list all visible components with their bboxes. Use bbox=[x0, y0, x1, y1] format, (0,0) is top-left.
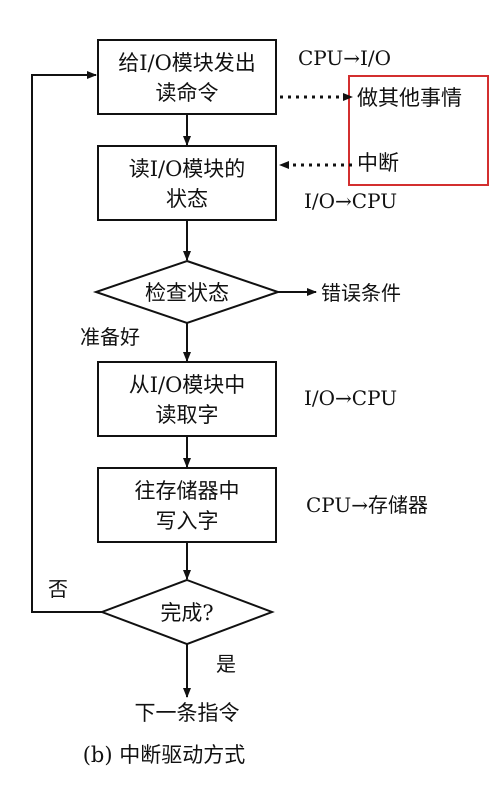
read-status-line1: 读I/O模块的 bbox=[129, 157, 246, 181]
next-instruction-label: 下一条指令 bbox=[135, 701, 240, 725]
error-condition-label: 错误条件 bbox=[321, 281, 401, 305]
no-label: 否 bbox=[48, 577, 68, 601]
figure-caption: (b) 中断驱动方式 bbox=[83, 743, 246, 767]
ready-label: 准备好 bbox=[80, 325, 140, 349]
loop-back-arrow bbox=[31, 71, 102, 613]
do-other-things-label: 做其他事情 bbox=[357, 86, 462, 110]
read-word-line2: 读取字 bbox=[156, 403, 219, 427]
read-status-line2: 状态 bbox=[166, 187, 208, 211]
read-word-line1: 从I/O模块中 bbox=[129, 373, 246, 397]
interrupt-label: 中断 bbox=[357, 151, 399, 175]
check-status-label: 检查状态 bbox=[145, 281, 229, 305]
issue-read-command-box bbox=[97, 39, 277, 115]
issue-read-command-line1: 给I/O模块发出 bbox=[118, 51, 256, 75]
io-to-cpu-label-2: I/O→CPU bbox=[304, 386, 397, 410]
done-label: 完成? bbox=[160, 601, 213, 625]
cpu-to-io-label: CPU→I/O bbox=[298, 46, 391, 70]
cpu-activity-highlight bbox=[348, 75, 489, 186]
write-memory-line1: 往存储器中 bbox=[135, 479, 240, 503]
read-word-box bbox=[97, 361, 277, 437]
yes-label: 是 bbox=[216, 652, 236, 676]
write-memory-line2: 写入字 bbox=[156, 509, 219, 533]
read-status-box bbox=[97, 145, 277, 221]
cpu-to-memory-label: CPU→存储器 bbox=[306, 493, 428, 517]
issue-read-command-line2: 读命令 bbox=[156, 81, 219, 105]
io-to-cpu-label-1: I/O→CPU bbox=[304, 189, 397, 213]
